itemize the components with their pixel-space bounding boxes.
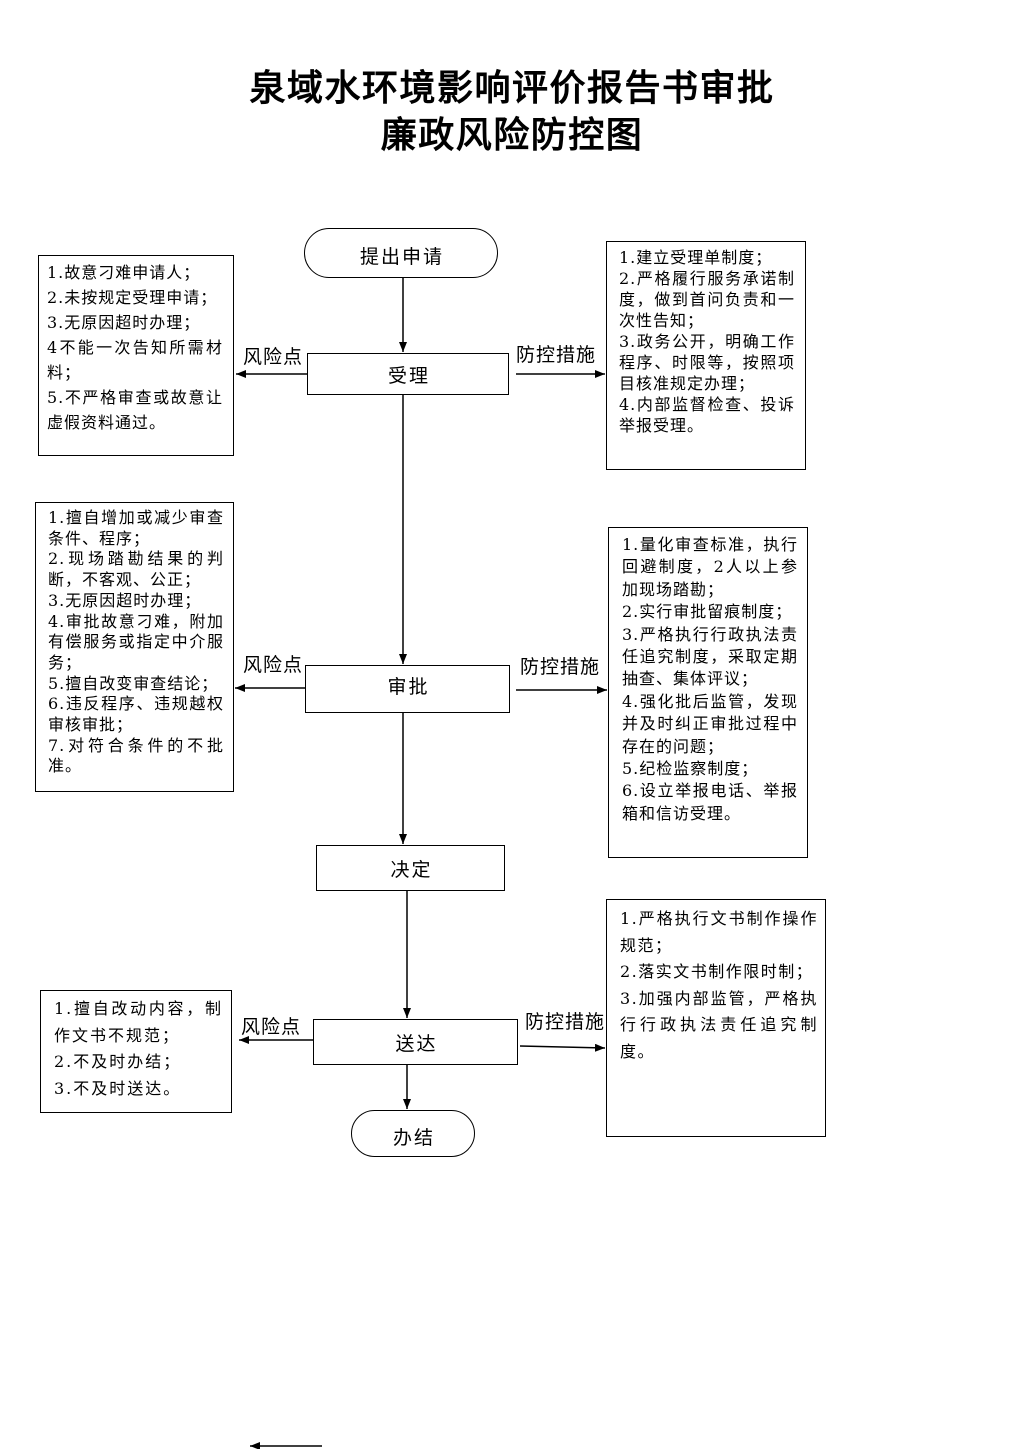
control-item: 4.强化批后监管，发现并及时纠正审批过程中存在的问题； <box>622 691 798 756</box>
control-item: 2.严格履行服务承诺制度，做到首问负责和一次性告知； <box>619 269 795 330</box>
risk-item: 2.不及时办结； <box>54 1052 182 1071</box>
risk-item: 4.审批故意刁难，附加有偿服务或指定中介服务； <box>48 611 224 672</box>
risk-item: 7.对符合条件的不批准。 <box>48 735 224 776</box>
node-decide: 决定 <box>316 845 505 891</box>
control-label-deliver: 防控措施 <box>525 1011 606 1033</box>
risk-item: 6.违反程序、违规越权审核审批； <box>48 694 224 735</box>
node-accept-label: 受理 <box>387 364 430 387</box>
risk-box-approve: 1.擅自增加或减少审查条件、程序； 2.现场踏勘结果的判断，不客观、公正； 3.… <box>35 502 234 792</box>
control-item: 3.严格执行行政执法责任追究制度，采取定期抽查、集体评议； <box>622 624 798 689</box>
node-deliver-label: 送达 <box>395 1032 438 1055</box>
control-item: 1.建立受理单制度； <box>619 248 773 267</box>
risk-item: 3.无原因超时办理； <box>48 590 202 610</box>
node-approve-label: 审批 <box>387 676 430 698</box>
risk-item: 4不能一次告知所需材料； <box>47 338 223 382</box>
risk-item: 5.不严格审查或故意让虚假资料通过。 <box>47 388 223 432</box>
risk-box-deliver: 1.擅自改动内容，制作文书不规范； 2.不及时办结； 3.不及时送达。 <box>40 990 232 1113</box>
control-item: 3.加强内部监管，严格执行行政执法责任追究制度。 <box>620 988 818 1061</box>
node-approve: 审批 <box>305 665 510 713</box>
node-deliver: 送达 <box>313 1019 518 1065</box>
control-item: 5.纪检监察制度； <box>622 759 759 779</box>
control-item: 1.量化审查标准，执行回避制度，2人以上参加现场踏勘； <box>622 535 798 599</box>
node-finish: 办结 <box>351 1110 475 1157</box>
node-start: 提出申请 <box>304 228 498 278</box>
risk-label-deliver: 风险点 <box>241 1016 302 1038</box>
risk-item: 1.故意刁难申请人； <box>47 263 201 282</box>
node-decide-label: 决定 <box>390 858 433 881</box>
control-item: 2.落实文书制作限时制； <box>620 962 814 982</box>
risk-item: 1.擅自改动内容，制作文书不规范； <box>54 999 223 1045</box>
control-arrow-deliver <box>519 1043 606 1052</box>
control-label-approve: 防控措施 <box>520 656 601 678</box>
control-item: 4.内部监督检查、投诉举报受理。 <box>619 395 795 435</box>
control-label-accept: 防控措施 <box>516 344 597 366</box>
node-start-label: 提出申请 <box>359 246 444 268</box>
control-item: 1.严格执行文书制作操作规范； <box>620 909 818 955</box>
risk-item: 5.擅自改变审查结论； <box>48 673 219 693</box>
title-line-1: 泉域水环境影响评价报告书审批 <box>249 68 775 108</box>
node-finish-label: 办结 <box>392 1127 435 1149</box>
control-box-approve: 1.量化审查标准，执行回避制度，2人以上参加现场踏勘； 2.实行审批留痕制度； … <box>608 527 808 858</box>
control-item: 3.政务公开，明确工作程序、时限等，按照项目核准规定办理； <box>619 332 795 393</box>
node-accept: 受理 <box>307 353 509 395</box>
risk-label-approve: 风险点 <box>243 654 304 676</box>
risk-box-accept: 1.故意刁难申请人； 2.未按规定受理申请； 3.无原因超时办理； 4不能一次告… <box>38 255 234 456</box>
control-box-accept: 1.建立受理单制度； 2.严格履行服务承诺制度，做到首问负责和一次性告知； 3.… <box>606 241 806 470</box>
control-item: 2.实行审批留痕制度； <box>622 602 793 622</box>
risk-item: 1.擅自增加或减少审查条件、程序； <box>48 508 224 548</box>
control-item: 6.设立举报电话、举报箱和信访受理。 <box>622 781 798 823</box>
risk-item: 3.无原因超时办理； <box>47 313 201 332</box>
risk-item: 3.不及时送达。 <box>54 1078 182 1098</box>
risk-item: 2.现场踏勘结果的判断，不客观、公正； <box>48 549 224 590</box>
title-line-2: 廉政风险防控图 <box>380 115 644 155</box>
control-box-deliver: 1.严格执行文书制作操作规范； 2.落实文书制作限时制； 3.加强内部监管，严格… <box>606 899 826 1137</box>
risk-item: 2.未按规定受理申请； <box>47 288 218 307</box>
risk-label-accept: 风险点 <box>243 346 304 368</box>
